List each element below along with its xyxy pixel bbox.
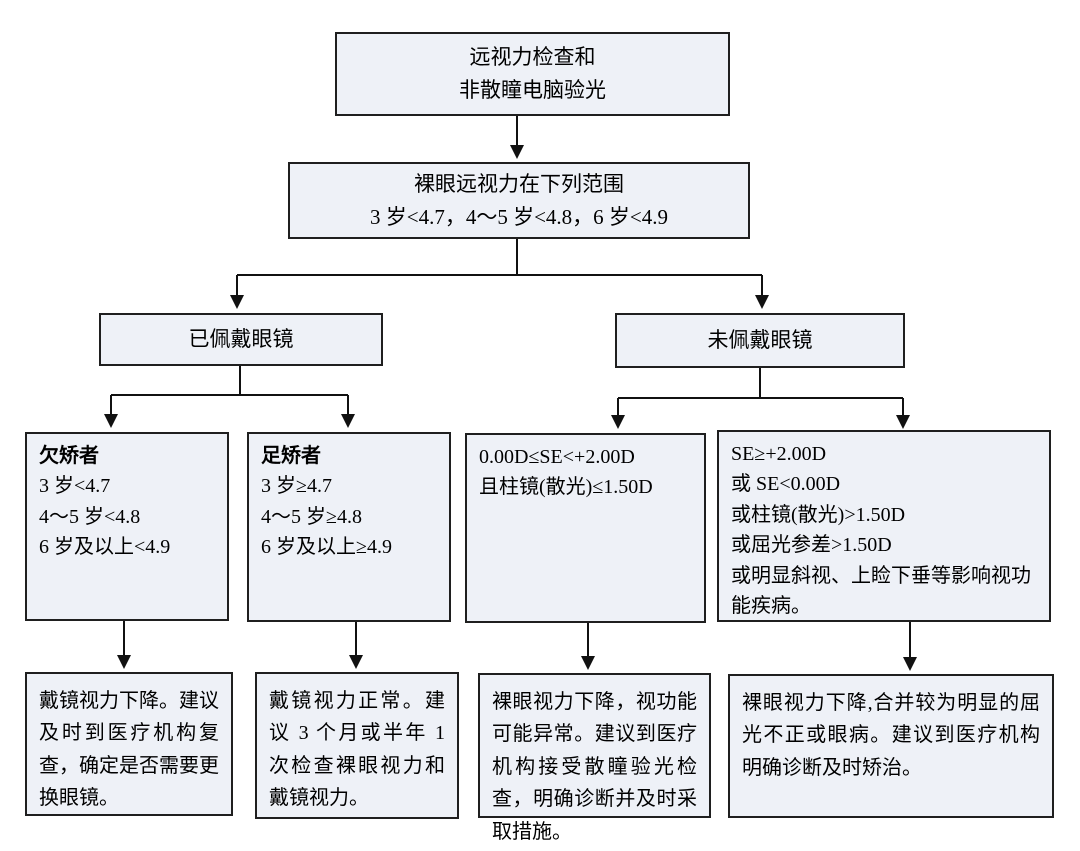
node-text-line: 4～5 岁≥4.8 <box>261 505 362 528</box>
node-text-line: 4～5 岁<4.8 <box>39 505 141 528</box>
node-refraction-normal: 0.00D≤SE<+2.00D 且柱镜(散光)≤1.50D <box>465 433 706 623</box>
node-worn-glasses: 已佩戴眼镜 <box>99 313 383 366</box>
node-text-line: 或明显斜视、上睑下垂等影响视功能疾病。 <box>731 564 1031 617</box>
node-advice-mydriatic: 裸眼视力下降，视功能可能异常。建议到医疗机构接受散瞳验光检查，明确诊断并及时采取… <box>478 673 711 843</box>
node-advice-recheck: 戴镜视力下降。建议及时到医疗机构复查，确定是否需要更换眼镜。 <box>25 672 233 816</box>
node-title: 欠矫者 <box>39 445 99 467</box>
node-text-line: 3 岁<4.7，4～5 岁<4.8，6 岁<4.9 <box>369 204 669 229</box>
node-under-corrected: 欠矫者 3 岁<4.7 4～5 岁<4.8 6 岁及以上<4.9 <box>25 432 229 621</box>
node-text: 戴镜视力下降。建议及时到医疗机构复查，确定是否需要更换眼镜。 <box>39 690 219 810</box>
node-text-line: 或屈光参差>1.50D <box>731 534 892 557</box>
node-text-line: 6 岁及以上≥4.9 <box>261 536 392 559</box>
node-text-line: 或柱镜(散光)>1.50D <box>731 503 906 526</box>
node-acuity-range: 裸眼远视力在下列范围 3 岁<4.7，4～5 岁<4.8，6 岁<4.9 <box>288 162 750 239</box>
node-text-line: 未佩戴眼镜 <box>707 328 813 353</box>
node-refraction-abnormal: SE≥+2.00D 或 SE<0.00D 或柱镜(散光)>1.50D 或屈光参差… <box>717 430 1051 622</box>
node-fully-corrected: 足矫者 3 岁≥4.7 4～5 岁≥4.8 6 岁及以上≥4.9 <box>247 432 451 622</box>
node-text-line: 且柱镜(散光)≤1.50D <box>479 476 653 499</box>
node-no-glasses: 未佩戴眼镜 <box>615 313 905 368</box>
node-text: 裸眼视力下降,合并较为明显的屈光不正或眼病。建议到医疗机构明确诊断及时矫治。 <box>742 692 1040 779</box>
node-title: 足矫者 <box>261 445 321 467</box>
node-text-line: 远视力检查和 <box>469 45 596 70</box>
node-text-line: 6 岁及以上<4.9 <box>39 536 171 559</box>
node-text-line: 非散瞳电脑验光 <box>459 78 606 102</box>
node-text-line: 裸眼远视力在下列范围 <box>414 171 624 196</box>
node-advice-treat: 裸眼视力下降,合并较为明显的屈光不正或眼病。建议到医疗机构明确诊断及时矫治。 <box>728 674 1054 818</box>
node-text: 裸眼视力下降，视功能可能异常。建议到医疗机构接受散瞳验光检查，明确诊断并及时采取… <box>492 691 697 843</box>
node-text-line: 已佩戴眼镜 <box>188 327 294 352</box>
node-text-line: 或 SE<0.00D <box>731 473 841 496</box>
node-text-line: 0.00D≤SE<+2.00D <box>479 446 635 468</box>
node-text-line: 3 岁<4.7 <box>39 475 111 498</box>
node-advice-periodic: 戴镜视力正常。建议 3 个月或半年 1 次检查裸眼视力和戴镜视力。 <box>255 672 459 819</box>
node-text-line: SE≥+2.00D <box>731 443 827 465</box>
node-vision-screening: 远视力检查和 非散瞳电脑验光 <box>335 32 730 116</box>
node-text: 戴镜视力正常。建议 3 个月或半年 1 次检查裸眼视力和戴镜视力。 <box>269 690 445 810</box>
node-text-line: 3 岁≥4.7 <box>261 475 332 498</box>
